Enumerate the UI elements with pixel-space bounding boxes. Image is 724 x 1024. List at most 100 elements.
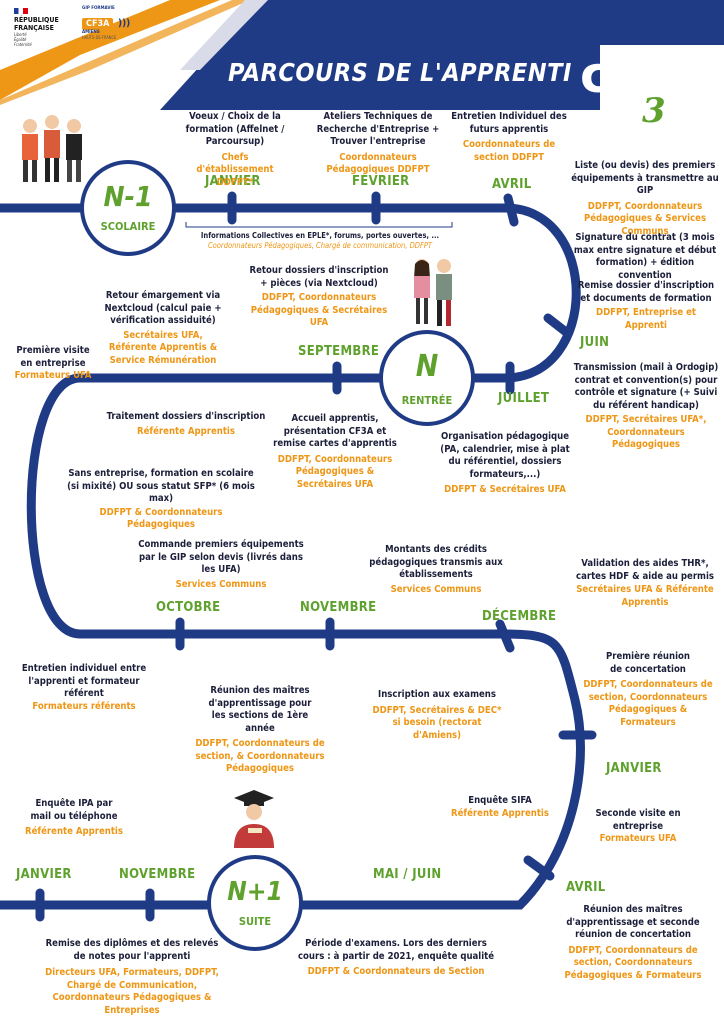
item-accueil-apprentis-text: Accueil apprentis, présentation CF3A et … (273, 413, 397, 449)
gip-signal-icon: ))) (117, 18, 131, 29)
rf-motto: Liberté Égalité Fraternité (14, 32, 32, 47)
item-enquete-ipa-who: Référente Apprentis (25, 826, 123, 837)
item-remise-diplomes: Remise des diplômes et des relevés de no… (40, 938, 224, 1017)
gip-line1: AMIENS (82, 30, 100, 35)
rf-line1: RÉPUBLIQUE (14, 16, 59, 24)
item-periode-examens-who: DDFPT & Coordonnateurs de Section (307, 966, 485, 977)
item-enquete-sifa-who: Référente Apprentis (451, 807, 549, 819)
month-decembre: DÉCEMBRE (482, 609, 557, 624)
item-remise-dossier: Remise dossier d'inscription et document… (576, 280, 716, 332)
item-seconde-visite-who: Formateurs UFA (599, 833, 677, 844)
item-retour-emargement-who: Secrétaires UFA, Référente Apprentis & S… (108, 329, 218, 366)
item-premiere-visite-text: Première visite en entreprise (16, 345, 90, 369)
item-commande-equipements: Commande premiers équipements par le GIP… (132, 539, 310, 591)
item-retour-emargement-text: Retour émargement via Nextcloud (calcul … (104, 290, 222, 326)
item-ateliers-text: Ateliers Techniques de Recherche d'Entre… (316, 111, 440, 147)
item-retour-dossiers-text: Retour dossiers d'inscription + pièces (… (249, 265, 389, 289)
item-validation-aides-who: Secrétaires UFA & Référente Apprentis (576, 584, 714, 608)
item-validation-aides: Validation des aides THR*, cartes HDF & … (570, 558, 720, 609)
gip-name: CF3A (82, 18, 114, 30)
node-n-label: N (415, 349, 439, 384)
apprentices-pair-icon (414, 259, 452, 326)
item-commande-equipements-text: Commande premiers équipements par le GIP… (138, 539, 304, 575)
month-novembre-1: NOVEMBRE (300, 600, 377, 615)
graduate-icon (234, 790, 274, 848)
item-enquete-ipa-text: Enquête IPA par mail ou téléphone (30, 798, 118, 822)
item-retour-dossiers-who: DDFPT, Coordonnateurs Pédagogiques & Sec… (250, 292, 388, 328)
item-entretien-referent-text: Entretien individuel entre l'apprenti et… (21, 663, 147, 699)
month-janvier-3: JANVIER (16, 867, 72, 882)
item-inscription-examens: Inscription aux examens DDFPT, Secrétair… (372, 689, 502, 742)
item-reunion-maitres-1-text: Réunion des maîtres d'apprentissage pour… (208, 685, 312, 734)
item-entretien-referent: Entretien individuel entre l'apprenti et… (10, 663, 158, 713)
item-organisation-pedagogique-text: Organisation pédagogique (PA, calendrier… (440, 431, 570, 480)
item-traitement-dossiers-text: Traitement dossiers d'inscription (106, 411, 266, 422)
item-commande-equipements-who: Services Communs (175, 578, 267, 590)
item-reunion-maitres-1-who: DDFPT, Coordonnateurs de section, & Coor… (195, 738, 325, 774)
item-seconde-visite-text: Seconde visite en entreprise (595, 808, 681, 832)
rf-line2: FRANÇAISE (14, 24, 54, 32)
item-voeux: Voeux / Choix de la formation (Affelnet … (168, 111, 302, 189)
item-entretien-futurs: Entretien Individuel des futurs apprenti… (448, 111, 570, 164)
gip-top: GIP FORMAVIE (82, 6, 115, 11)
item-premiere-visite-who: Formateurs UFA (14, 370, 92, 381)
item-signature-contrat: Signature du contrat (3 mois max entre s… (570, 232, 720, 282)
item-ateliers-who: Coordonnateurs Pédagogiques DDFPT (326, 151, 430, 176)
month-septembre: SEPTEMBRE (298, 344, 380, 359)
item-inscription-examens-who: DDFPT, Secrétaires & DEC* si besoin (rec… (372, 704, 502, 741)
gip-line2: HAUTS-DE-FRANCE (82, 35, 117, 40)
node-n-plus-1: N+1 SUITE (207, 855, 303, 951)
month-janvier-2: JANVIER (606, 761, 662, 776)
item-sans-entreprise-who: DDFPT & Coordonnateurs Pédagogiques (99, 506, 223, 531)
node-n-plus-1-label: N+1 (227, 877, 283, 907)
cf3a-logo: cf 3 (578, 30, 718, 131)
cf3a-logo-graphic: cf 3 (580, 46, 712, 131)
item-sans-entreprise: Sans entreprise, formation en scolaire (… (66, 468, 256, 532)
item-validation-aides-text: Validation des aides THR*, cartes HDF & … (576, 558, 714, 582)
item-inscription-examens-text: Inscription aux examens (378, 689, 496, 700)
item-liste-equipements: Liste (ou devis) des premiers équipement… (570, 160, 720, 238)
item-informations-collectives: Informations Collectives en EPLE*, forum… (190, 231, 450, 251)
item-retour-emargement: Retour émargement via Nextcloud (calcul … (88, 290, 238, 367)
item-voeux-text: Voeux / Choix de la formation (Affelnet … (185, 111, 285, 147)
month-novembre-2: NOVEMBRE (119, 867, 196, 882)
month-juillet: JUILLET (498, 391, 550, 406)
item-premiere-reunion-concertation-text: Première réunion de concertation (606, 651, 690, 675)
item-premiere-visite: Première visite en entreprise Formateurs… (10, 345, 96, 383)
item-organisation-pedagogique-who: DDFPT & Secrétaires UFA (444, 484, 566, 495)
item-signature-contrat-text: Signature du contrat (3 mois max entre s… (573, 232, 717, 281)
header: RÉPUBLIQUE FRANÇAISE Liberté Égalité Fra… (0, 0, 724, 131)
month-fevrier: FÉVRIER (352, 174, 410, 189)
month-janvier-1: JANVIER (205, 174, 261, 189)
node-n-plus-1-sub: SUITE (238, 915, 272, 928)
item-seconde-visite: Seconde visite en entreprise Formateurs … (584, 808, 692, 846)
month-avril-1: AVRIL (492, 177, 532, 192)
item-reunion-maitres-1: Réunion des maîtres d'apprentissage pour… (180, 685, 340, 776)
item-entretien-futurs-who: Coordonnateurs de section DDFPT (462, 139, 556, 163)
item-remise-dossier-who: DDFPT, Entreprise et Apprenti (595, 307, 697, 331)
item-organisation-pedagogique: Organisation pédagogique (PA, calendrier… (440, 431, 570, 497)
item-remise-diplomes-text: Remise des diplômes et des relevés de no… (45, 938, 219, 962)
node-n-minus-1: N-1 SCOLAIRE (80, 160, 176, 256)
item-ateliers: Ateliers Techniques de Recherche d'Entre… (302, 111, 454, 177)
students-group-icon (22, 115, 82, 182)
month-mai-juin: MAI / JUIN (373, 867, 442, 882)
item-accueil-apprentis: Accueil apprentis, présentation CF3A et … (270, 413, 400, 491)
item-traitement-dossiers-who: Référente Apprentis (137, 425, 235, 437)
svg-text:cf: cf (580, 46, 633, 104)
item-credits-pedagogiques-who: Services Communs (390, 583, 482, 595)
item-entretien-futurs-text: Entretien Individuel des futurs apprenti… (451, 111, 567, 135)
item-entretien-referent-who: Formateurs référents (32, 700, 136, 712)
node-n: N RENTRÉE (379, 330, 475, 426)
item-enquete-sifa-text: Enquête SIFA (468, 795, 532, 806)
month-avril-2: AVRIL (566, 880, 606, 895)
item-transmission-text: Transmission (mail à Ordogip) contrat et… (573, 362, 719, 411)
page-title: PARCOURS DE L'APPRENTI (228, 58, 572, 87)
item-reunion-maitres-2-who: DDFPT, Coordonnateurs de section, Coordo… (564, 944, 702, 981)
month-juin: JUIN (580, 335, 610, 350)
item-remise-diplomes-who: Directeurs UFA, Formateurs, DDFPT, Charg… (45, 967, 219, 1016)
item-retour-dossiers: Retour dossiers d'inscription + pièces (… (246, 265, 392, 330)
item-remise-dossier-text: Remise dossier d'inscription et document… (577, 280, 715, 304)
svg-text:3: 3 (642, 91, 666, 130)
